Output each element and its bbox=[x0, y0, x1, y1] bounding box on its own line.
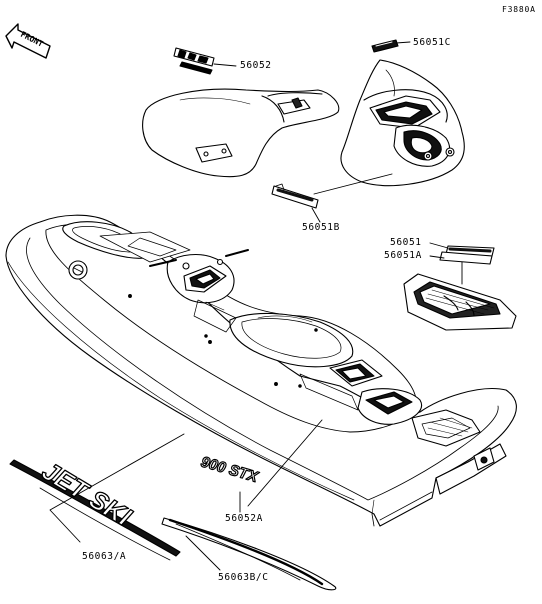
label-56051: 56051 bbox=[390, 237, 422, 248]
hull bbox=[5, 214, 517, 527]
label-56052: 56052 bbox=[240, 60, 272, 71]
decal-stripe bbox=[161, 517, 337, 591]
storage-tray bbox=[403, 273, 517, 331]
decal-jet-ski: JET SKI bbox=[9, 455, 181, 561]
leader-lines bbox=[49, 41, 463, 571]
label-56063BC: 56063B/C bbox=[218, 572, 269, 583]
label-56051A: 56051A bbox=[384, 250, 422, 261]
front-arrow: FRONT bbox=[5, 23, 51, 59]
handlebar-cover bbox=[340, 59, 465, 187]
label-56051B: 56051B bbox=[302, 222, 340, 233]
jet-ski-decal-text: JET SKI bbox=[37, 455, 137, 532]
label-56051C: 56051C bbox=[413, 37, 451, 48]
decal-56051B bbox=[271, 183, 319, 209]
figure-reference: F3880A bbox=[502, 5, 536, 14]
model-decal-text: 900 STX bbox=[199, 454, 261, 487]
label-56052A: 56052A bbox=[225, 513, 263, 524]
seat-cover bbox=[142, 88, 340, 178]
decal-56052 bbox=[173, 47, 215, 75]
decal-56051C bbox=[371, 39, 399, 53]
decal-900-stx: 900 STX bbox=[198, 453, 261, 487]
label-56063A: 56063/A bbox=[82, 551, 127, 562]
